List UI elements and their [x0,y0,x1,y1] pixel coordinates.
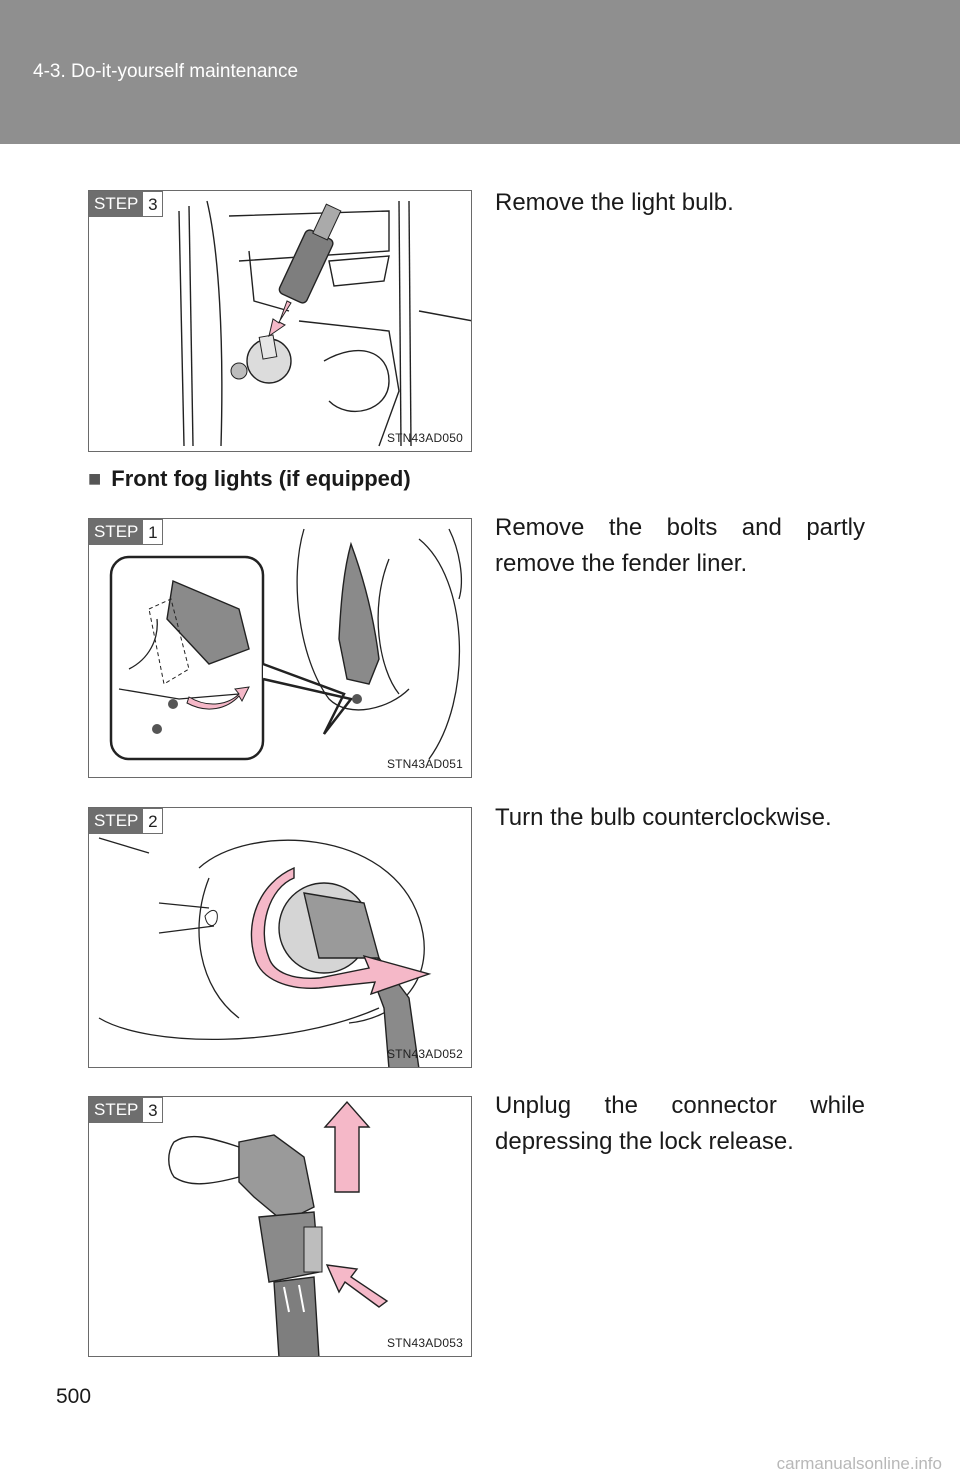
page-number: 500 [56,1385,92,1408]
section-heading-text: Front fog lights (if equipped) [111,466,411,491]
step-instruction: Turn the bulb counterclockwise. [495,804,832,831]
watermark: carmanualsonline.info [776,1454,942,1473]
lock-release [303,1226,323,1273]
step-label: STEP [89,191,144,217]
wire-harness [273,1276,320,1356]
figure-step-remove-bulb: STEP 3 STN43AD050 [88,190,472,452]
bolt-icon [152,724,162,734]
bulb-removal-illustration [178,200,471,447]
square-bullet-icon: ■ [88,466,102,491]
bulb-base [238,1134,315,1223]
arrow-icon [268,300,292,338]
up-arrow-icon [323,1100,371,1193]
connector-illustration [168,1100,389,1356]
figure-code: STN43AD052 [386,1047,463,1061]
step-number: 2 [143,808,164,834]
step-label: STEP [89,808,144,834]
fender-liner-illustration [109,528,462,761]
press-arrow-icon [325,1264,389,1308]
figure-step-fender-liner: STEP 1 STN43AD051 [88,518,472,778]
step-badge: STEP 2 [89,808,164,834]
fender-liner [338,541,380,685]
figure-step-unplug-connector: STEP 3 STN43AD053 [88,1096,472,1357]
step-instruction: Unplug the connector while depressing th… [495,1092,865,1155]
step-number: 1 [143,519,164,545]
bulb-glass [168,1135,240,1185]
light-bulb [258,334,278,360]
step-number: 3 [143,1097,164,1123]
step-instruction: Remove the bolts and partly remove the f… [495,514,865,577]
step-number: 3 [143,191,164,217]
bolt-icon [168,699,178,709]
arrow-icon [186,686,250,710]
step-label: STEP [89,1097,144,1123]
step-badge: STEP 3 [89,1097,164,1123]
step-label: STEP [89,519,144,545]
figure-code: STN43AD050 [386,431,463,445]
step-instruction: Remove the light bulb. [495,189,734,216]
figure-code: STN43AD051 [386,757,463,771]
step-badge: STEP 3 [89,191,164,217]
turn-bulb-illustration [98,837,432,1067]
section-title: 4-3. Do-it-yourself maintenance [33,61,299,82]
counterclockwise-arrow-icon [250,866,432,996]
step-badge: STEP 1 [89,519,164,545]
section-heading: ■ Front fog lights (if equipped) [88,466,411,492]
page-header: 4-3. Do-it-yourself maintenance [0,0,960,144]
figure-step-turn-bulb: STEP 2 STN43AD052 [88,807,472,1068]
figure-code: STN43AD053 [386,1336,463,1350]
